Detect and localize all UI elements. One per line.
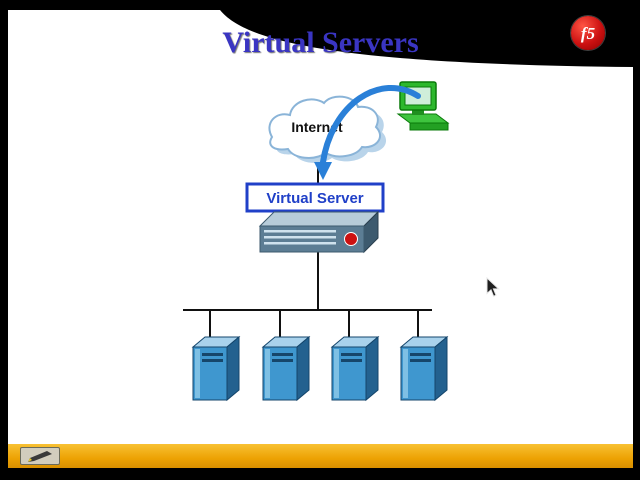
traffic-arrow-icon	[314, 84, 421, 180]
server-tower-icon	[331, 336, 379, 401]
network-lines	[183, 148, 432, 337]
appliance-f5-badge	[344, 232, 358, 246]
presentation-slide: Virtual Servers f5	[8, 10, 633, 468]
virtual-server-box: Virtual Server	[245, 182, 385, 213]
server-tower-icon	[192, 336, 240, 401]
slide-title: Virtual Servers	[222, 26, 419, 59]
presenter-bar	[8, 444, 633, 468]
virtual-server-label: Virtual Server	[266, 190, 363, 207]
annotation-pen-icon	[28, 451, 52, 462]
server-tower-icon	[400, 336, 448, 401]
f5-logo-icon: f5	[571, 16, 605, 50]
bigip-appliance-icon	[258, 210, 380, 254]
annotation-pen-button[interactable]	[20, 447, 60, 465]
f5-logo-text: f5	[580, 23, 596, 43]
title-swoosh-shape	[220, 10, 633, 67]
server-tower-icon	[262, 336, 310, 401]
network-diagram: Internet Virtual Server	[183, 81, 450, 401]
